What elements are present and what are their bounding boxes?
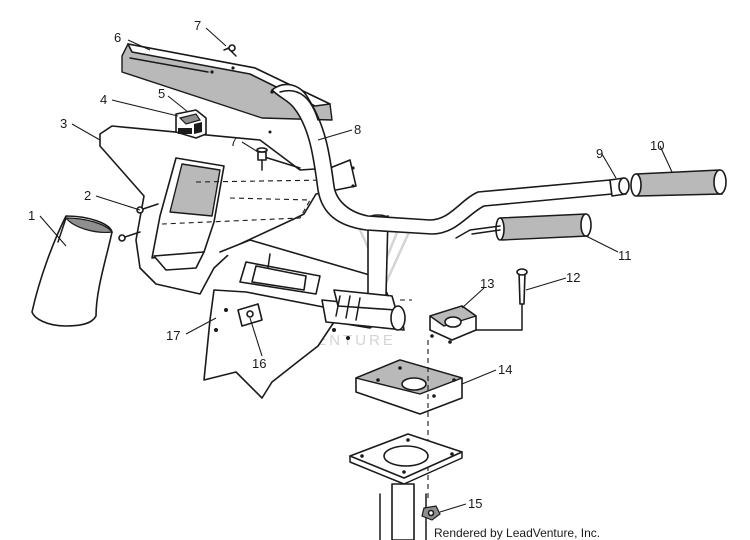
headlight-pod: [99, 125, 357, 295]
callout-1: 1: [28, 208, 35, 223]
handlebar-cover: [121, 43, 333, 121]
callout-7a: 7: [194, 18, 201, 33]
steering-column: [379, 483, 427, 540]
callout-3: 3: [60, 116, 67, 131]
mounting-plate: [349, 433, 463, 485]
callout-labels: 1 2 3 4 5 6 7 7 8 9 10 11 12 13 14 15 16…: [28, 18, 664, 511]
lower-clamp: [355, 359, 463, 415]
callout-15: 15: [468, 496, 482, 511]
hand-guard: [31, 215, 114, 327]
callout-8: 8: [354, 122, 361, 137]
upper-clamp: [429, 305, 477, 344]
callout-16: 16: [252, 356, 266, 371]
handlebar: [271, 83, 613, 235]
callout-2: 2: [84, 188, 91, 203]
nut: [421, 505, 441, 521]
fastener: [237, 303, 263, 327]
leader-lines: [39, 27, 673, 513]
callout-13: 13: [480, 276, 494, 291]
grip: [630, 169, 727, 197]
callout-7b: 7: [230, 134, 237, 149]
callout-5: 5: [158, 86, 165, 101]
screw-mid: [256, 147, 268, 171]
callout-11: 11: [618, 248, 632, 263]
end-cap: [609, 177, 630, 197]
callout-10: 10: [650, 138, 664, 153]
callout-4: 4: [100, 92, 107, 107]
screw-top: [223, 44, 237, 57]
callout-9: 9: [596, 146, 603, 161]
callout-6: 6: [114, 30, 121, 45]
callout-14: 14: [498, 362, 512, 377]
bolt: [473, 268, 528, 331]
screw-pair: [118, 203, 159, 242]
callout-12: 12: [566, 270, 580, 285]
heated-grip: [455, 213, 592, 241]
switch: [175, 109, 207, 139]
credit-text: Rendered by LeadVenture, Inc.: [434, 526, 600, 540]
callout-17: 17: [166, 328, 180, 343]
